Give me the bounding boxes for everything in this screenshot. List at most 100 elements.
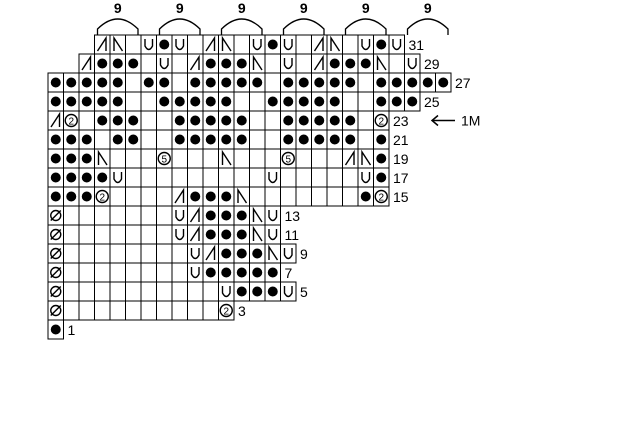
cell-box (357, 34, 374, 55)
left-decrease-symbol (96, 35, 107, 52)
chart-cell (171, 281, 188, 302)
cell-box (109, 148, 126, 169)
chart-cell: 2 (94, 186, 111, 207)
chart-row (47, 72, 452, 93)
cell-box (264, 205, 281, 226)
chart-cell (218, 110, 235, 131)
chart-cell (233, 186, 250, 207)
purl-dot-symbol (329, 134, 340, 145)
purl-dot-symbol (97, 172, 108, 183)
cell-box (140, 300, 157, 321)
cell-box (187, 281, 204, 302)
chart-cell (326, 91, 343, 112)
cell-box (109, 167, 126, 188)
chart-cell (63, 243, 80, 264)
chart-cell (233, 34, 250, 55)
purl-dot-symbol (190, 134, 201, 145)
cell-box (280, 167, 297, 188)
chart-cell (140, 262, 157, 283)
slip-stitch-symbol (50, 209, 62, 222)
yarn-over-symbol (283, 248, 293, 260)
cell-box (156, 262, 173, 283)
chart-cell (249, 34, 266, 55)
cell-box (156, 129, 173, 150)
purl-dot-symbol (267, 286, 278, 297)
cell-box (280, 243, 297, 264)
chart-cell (171, 167, 188, 188)
chart-cell (47, 129, 64, 150)
chart-cell (280, 186, 297, 207)
chart-cell (373, 148, 390, 169)
yarn-over-symbol (159, 58, 169, 70)
cell-box (140, 91, 157, 112)
cell-box (78, 300, 95, 321)
purl-dot-symbol (376, 77, 387, 88)
cell-box (311, 148, 328, 169)
chart-cell (264, 129, 281, 150)
chart-cell (202, 205, 219, 226)
repeat-count-label: 9 (176, 0, 184, 16)
chart-cell (156, 281, 173, 302)
yarn-over-symbol (190, 248, 200, 260)
cell-box (171, 243, 188, 264)
cell-box (326, 186, 343, 207)
chart-cell (109, 129, 126, 150)
chart-cell (357, 91, 374, 112)
left-decrease-symbol (81, 54, 92, 71)
chart-cell (78, 129, 95, 150)
cell-box (63, 224, 80, 245)
purl-dot-symbol (205, 134, 216, 145)
chart-cell (404, 53, 421, 74)
cell-box (171, 167, 188, 188)
cell-box (187, 148, 204, 169)
chart-cell (140, 281, 157, 302)
chart-cell (326, 34, 343, 55)
cell-box (357, 72, 374, 93)
purl-dot-symbol (174, 96, 185, 107)
purl-dot-symbol (236, 58, 247, 69)
cell-box (125, 34, 142, 55)
slip-stitch-slash (50, 267, 62, 278)
chart-cell (218, 167, 235, 188)
cell-box (78, 224, 95, 245)
cell-box (357, 129, 374, 150)
row-number: 13 (285, 208, 301, 224)
cell-box (311, 186, 328, 207)
chart-cell (311, 110, 328, 131)
cell-box (63, 281, 80, 302)
cell-box (140, 224, 157, 245)
chart-cell (187, 53, 204, 74)
purl-dot-symbol (190, 115, 201, 126)
repeat-arc: 9 (282, 0, 325, 35)
purl-dot-symbol (221, 229, 232, 240)
cell-box (140, 167, 157, 188)
cell-box (280, 281, 297, 302)
chart-cell (326, 72, 343, 93)
chart-cell (280, 34, 297, 55)
row-number: 19 (393, 151, 409, 167)
chart-cell (78, 72, 95, 93)
chart-cell (171, 91, 188, 112)
purl-dot-symbol (112, 77, 123, 88)
purl-dot-symbol (159, 39, 170, 50)
cell-box (125, 186, 142, 207)
chart-cell (202, 262, 219, 283)
yarn-over-symbol (175, 210, 185, 222)
cell-box (78, 205, 95, 226)
chart-cell (280, 167, 297, 188)
chart-cell (125, 53, 142, 74)
chart-row (47, 167, 390, 188)
chart-cell (187, 72, 204, 93)
chart-cell (156, 224, 173, 245)
purl-dot-symbol (221, 77, 232, 88)
chart-cell (94, 53, 111, 74)
chart-cell (94, 262, 111, 283)
chart-cell (187, 167, 204, 188)
purl-dot-symbol (221, 248, 232, 259)
purl-dot-symbol (236, 248, 247, 259)
row-number: 23 (393, 113, 409, 129)
chart-cell (47, 319, 64, 340)
purl-dot-symbol (360, 191, 371, 202)
chart-cell (156, 72, 173, 93)
